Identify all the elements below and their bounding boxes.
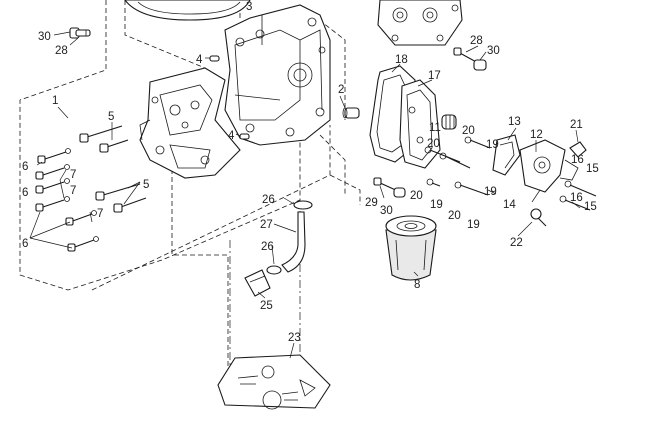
callout-label: 17 (428, 70, 441, 82)
callout-label: 25 (260, 300, 273, 312)
upper-bracket (124, 0, 251, 21)
callout-label: 28 (470, 35, 483, 47)
callout-label: 19 (486, 139, 499, 151)
callout-label: 20 (448, 210, 461, 222)
callout-label: 29 (365, 197, 378, 209)
callout-label: 16 (570, 192, 583, 204)
crankcase-assembly (139, 67, 241, 179)
callout-label: 6 (22, 187, 28, 199)
oil-filter-8 (385, 215, 437, 281)
callout-label: 20 (410, 190, 423, 202)
callout-label: 7 (97, 208, 103, 220)
callout-label: 16 (571, 154, 584, 166)
callout-label: 22 (510, 237, 523, 249)
callout-label: 4 (228, 130, 235, 142)
exhaust-cover-parts (369, 65, 441, 169)
cylinder-block (224, 4, 331, 146)
bolt-28-30-right (453, 47, 487, 71)
cylinder-head (377, 0, 463, 46)
callout-label: 19 (484, 186, 497, 198)
callout-label: 8 (414, 279, 420, 291)
callout-label: 12 (530, 129, 543, 141)
hose-assembly (244, 200, 313, 297)
callout-label: 13 (508, 116, 521, 128)
callout-label: 30 (380, 205, 393, 217)
callout-label: 19 (467, 219, 480, 231)
callout-label: 15 (586, 163, 599, 175)
callout-label: 18 (395, 54, 408, 66)
callout-leader-lines (29, 31, 581, 359)
callout-label: 5 (143, 179, 149, 191)
callout-label: 2 (338, 84, 344, 96)
bolt-29-30-middle (373, 177, 406, 198)
callout-label: 14 (503, 199, 516, 211)
callout-label: 30 (487, 45, 500, 57)
drain-screw-22 (530, 208, 547, 227)
callout-label: 26 (262, 194, 275, 206)
callout-label: 20 (462, 125, 475, 137)
callout-label: 4 (196, 54, 203, 66)
cover-bolts (424, 136, 597, 211)
callout-label: 28 (55, 45, 68, 57)
callout-label: 7 (70, 169, 76, 181)
callout-labels: 30 28 1 4 5 6 7 7 6 5 7 6 4 2 18 17 28 3… (22, 1, 599, 344)
callout-label: 23 (288, 332, 301, 344)
callout-label: 1 (52, 95, 58, 107)
callout-label: 6 (22, 238, 28, 250)
callout-label: 30 (38, 31, 51, 43)
bolt-30-top-left (69, 27, 91, 39)
callout-label: 6 (22, 161, 28, 173)
crankcase-bolts (35, 125, 147, 252)
thermostat-parts (441, 114, 579, 193)
dowel-pins-4 (205, 55, 250, 140)
callout-label: 3 (246, 1, 252, 13)
callout-label: 19 (430, 199, 443, 211)
sleeve-2 (342, 107, 360, 119)
callout-label: 20 (427, 138, 440, 150)
callout-label: 26 (261, 241, 274, 253)
callout-label: 7 (70, 185, 76, 197)
callout-label: 5 (108, 111, 114, 123)
cover-plate-23 (217, 354, 331, 410)
callout-label: 21 (570, 119, 583, 131)
callout-label: 27 (260, 219, 273, 231)
callout-label: 15 (584, 201, 597, 213)
callout-label: 11 (429, 122, 441, 134)
